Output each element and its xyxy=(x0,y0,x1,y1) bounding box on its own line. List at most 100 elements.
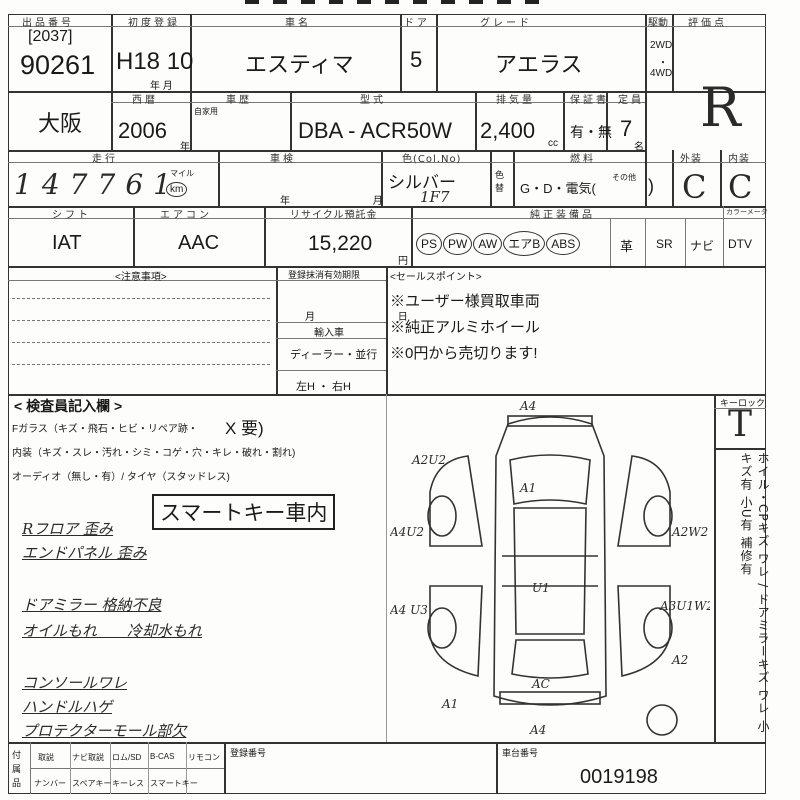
drive-2wd: 2WD xyxy=(650,40,673,51)
acc-bcas: B-CAS xyxy=(150,752,175,761)
note-protector-molding: プロテクターモール部欠 xyxy=(22,722,187,740)
windshield xyxy=(509,454,591,505)
equip-airbag: エアB xyxy=(503,231,546,256)
model-type: DBA - ACR50W xyxy=(298,118,453,143)
front-glass-line: Fガラス（キズ・飛石・ヒビ・リペア跡・ xyxy=(12,424,198,435)
mileage-unit-mile: マイル xyxy=(170,169,194,178)
first-reg-label: 初度登録 xyxy=(128,18,180,29)
acc-spare-key: スペアキー xyxy=(72,779,112,788)
fuel-other: その他 xyxy=(612,173,636,182)
interior-grade: C xyxy=(728,168,753,206)
sheet-frame xyxy=(8,14,766,794)
acc-remote: リモコン xyxy=(188,753,220,762)
mileage-label: 走行 xyxy=(92,154,118,165)
sales-point-2: ※純正アルミホイール xyxy=(390,319,540,336)
recycle-fee: 15,220 xyxy=(308,232,373,255)
front-right-wheel xyxy=(643,495,673,537)
fuel-label: 燃料 xyxy=(570,154,596,165)
reg-expiry-label: 登録抹消有効期限 xyxy=(288,270,361,280)
equip-aw: AW xyxy=(473,233,503,255)
wheel-mirror-note: ホイル・CPキズ ワレ / ドアミラーキズ ワレ 小キズ有 小U有 補修有 xyxy=(739,452,770,733)
doors-label: ドア xyxy=(404,18,430,29)
caution-label: <注意事項> xyxy=(115,272,167,283)
rear-left-wheel xyxy=(427,607,457,649)
recycle-label: リサイクル預託金 xyxy=(290,210,378,221)
capacity-label: 定員 xyxy=(618,95,644,106)
sales-point-3: ※0円から売切ります! xyxy=(390,345,538,362)
capacity: 7 xyxy=(620,116,633,141)
key-lock-value: T xyxy=(728,404,753,445)
reg-expiry-date: 月 日 xyxy=(305,312,448,323)
note-door-mirror: ドアミラー 格納不良 xyxy=(22,596,162,614)
region: 大阪 xyxy=(38,111,83,136)
year-unit: 年 xyxy=(180,142,190,153)
handle-side: 左H ・ 右H xyxy=(296,381,351,393)
import-label: 輸入車 xyxy=(314,328,344,339)
history-label: 車歴 xyxy=(226,95,252,106)
mark-a4-rear: A4 xyxy=(529,723,546,737)
mileage-unit-km: km xyxy=(166,182,188,197)
shift-label: シフト xyxy=(52,210,91,221)
mark-a4-front: A4 xyxy=(519,399,536,413)
ac: AAC xyxy=(178,232,220,254)
mark-a1-rear: A1 xyxy=(441,697,458,711)
equip-pw: PW xyxy=(443,233,473,255)
type-label: 型式 xyxy=(360,95,386,106)
lot-label: 出品番号 xyxy=(22,18,74,29)
warranty-label: 保証書 xyxy=(570,95,609,106)
score-value: R xyxy=(700,76,741,139)
displacement: 2,400 xyxy=(480,118,536,143)
equip-dtv: DTV xyxy=(728,237,752,251)
acc-rom-sd: ロム/SD xyxy=(112,753,142,762)
interior-label: 内装 xyxy=(728,154,750,165)
equip-navi: ナビ xyxy=(690,239,715,253)
ac-label: エアコン xyxy=(160,210,212,221)
displacement-label: 排気量 xyxy=(496,95,535,106)
mileage-digits: 147761 xyxy=(14,168,181,201)
spare-wheel-circle xyxy=(646,704,678,736)
inspection-unit: 年 月 xyxy=(280,196,423,207)
warranty: 有・無 xyxy=(570,124,612,140)
car-body-outline xyxy=(493,416,607,706)
mark-a4u3: A4 U3 xyxy=(390,603,428,617)
equip-leather: 革 xyxy=(620,239,634,254)
model-name: エスティマ xyxy=(245,52,354,77)
model-label: 車名 xyxy=(285,18,311,29)
sales-point-1: ※ユーザー様買取車両 xyxy=(390,293,540,310)
note-end-panel: エンドパネル 歪み xyxy=(22,544,147,562)
mark-a2u2: A2U2 xyxy=(411,453,446,467)
chassis-label: 車台番号 xyxy=(502,748,539,758)
drive-label: 駆動 xyxy=(648,18,668,29)
shift: IAT xyxy=(52,232,82,254)
equip-abs: ABS xyxy=(546,233,581,255)
reg-number-label: 登録番号 xyxy=(230,748,267,758)
grade-label: グレード xyxy=(480,18,532,29)
note-steering-worn: ハンドルハゲ xyxy=(22,698,113,716)
color-label: 色(Col.No) xyxy=(402,154,462,165)
interior-condition-line: 内装（キズ・スレ・汚れ・シミ・コゲ・穴・キレ・破れ・割れ) xyxy=(12,448,296,459)
acc-plate: ナンバー xyxy=(34,779,66,788)
mark-u1-roof: U1 xyxy=(532,581,550,595)
lot-sub: [2037] xyxy=(28,28,73,45)
fuel-options: G・D・電気( xyxy=(520,181,596,196)
rear-window xyxy=(511,639,589,679)
mark-a2-rear: A2 xyxy=(671,653,688,667)
inspector-title: < 検査員記入欄 > xyxy=(14,398,123,414)
grade-value: アエラス xyxy=(495,52,583,77)
equipment-label: 純正装備品 xyxy=(530,210,595,221)
roof xyxy=(513,507,587,635)
front-left-wheel xyxy=(427,495,457,537)
capacity-unit: 名 xyxy=(634,142,644,153)
chassis-number: 0019198 xyxy=(580,766,658,788)
front-bumper xyxy=(507,415,593,427)
car-damage-diagram: A4 A2U2 A1 A4U2 A2W2 U1 A4 U3 A3U1W2 A2 … xyxy=(390,399,710,737)
extra-label: カラーメータ xyxy=(726,208,768,216)
displacement-unit: cc xyxy=(548,138,558,149)
accessories-label: 付属品 xyxy=(12,750,22,788)
color-name: シルバー xyxy=(388,173,456,192)
mark-a1-hood: A1 xyxy=(519,481,536,495)
note-console-crack: コンソールワレ xyxy=(22,674,128,692)
history-note: 自家用 xyxy=(194,107,218,116)
